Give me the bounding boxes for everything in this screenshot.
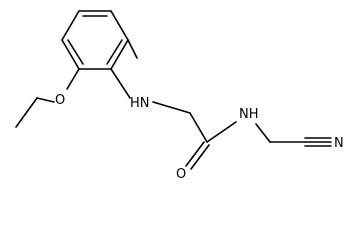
amine-to-ch2-bond xyxy=(152,101,191,114)
ring-carbon-to-amine-bond xyxy=(110,68,131,99)
atom-n-nitrile: N xyxy=(334,136,344,151)
chemical-structure-diagram: HN O NH N O xyxy=(15,10,344,182)
atom-o-carbonyl: O xyxy=(176,167,186,182)
ethyl-bond xyxy=(15,97,38,128)
carbonyl-to-amide-bond xyxy=(206,121,237,143)
ring-to-ether-bond xyxy=(66,68,80,90)
ring-bond-5-inner xyxy=(67,39,84,65)
ch2-to-carbonyl-bond xyxy=(189,112,208,143)
carbonyl-double-bond-1 xyxy=(185,141,205,167)
benzene-ring xyxy=(61,10,129,70)
atom-o-ether: O xyxy=(55,93,65,108)
ring-to-amine-bond xyxy=(127,39,138,59)
ring-bond-5 xyxy=(61,39,80,70)
ring-bond-2 xyxy=(110,10,129,41)
atom-nh-amide: NH xyxy=(239,107,259,122)
ring-bond-6 xyxy=(61,10,80,41)
ether-to-ch2-bond xyxy=(36,97,55,103)
ring-bond-3-inner xyxy=(106,39,123,65)
amide-to-ch2-bond xyxy=(255,123,271,143)
ring-bond-3 xyxy=(110,39,129,70)
atom-hn: HN xyxy=(130,96,150,111)
carbonyl-double-bond-2 xyxy=(190,144,210,170)
